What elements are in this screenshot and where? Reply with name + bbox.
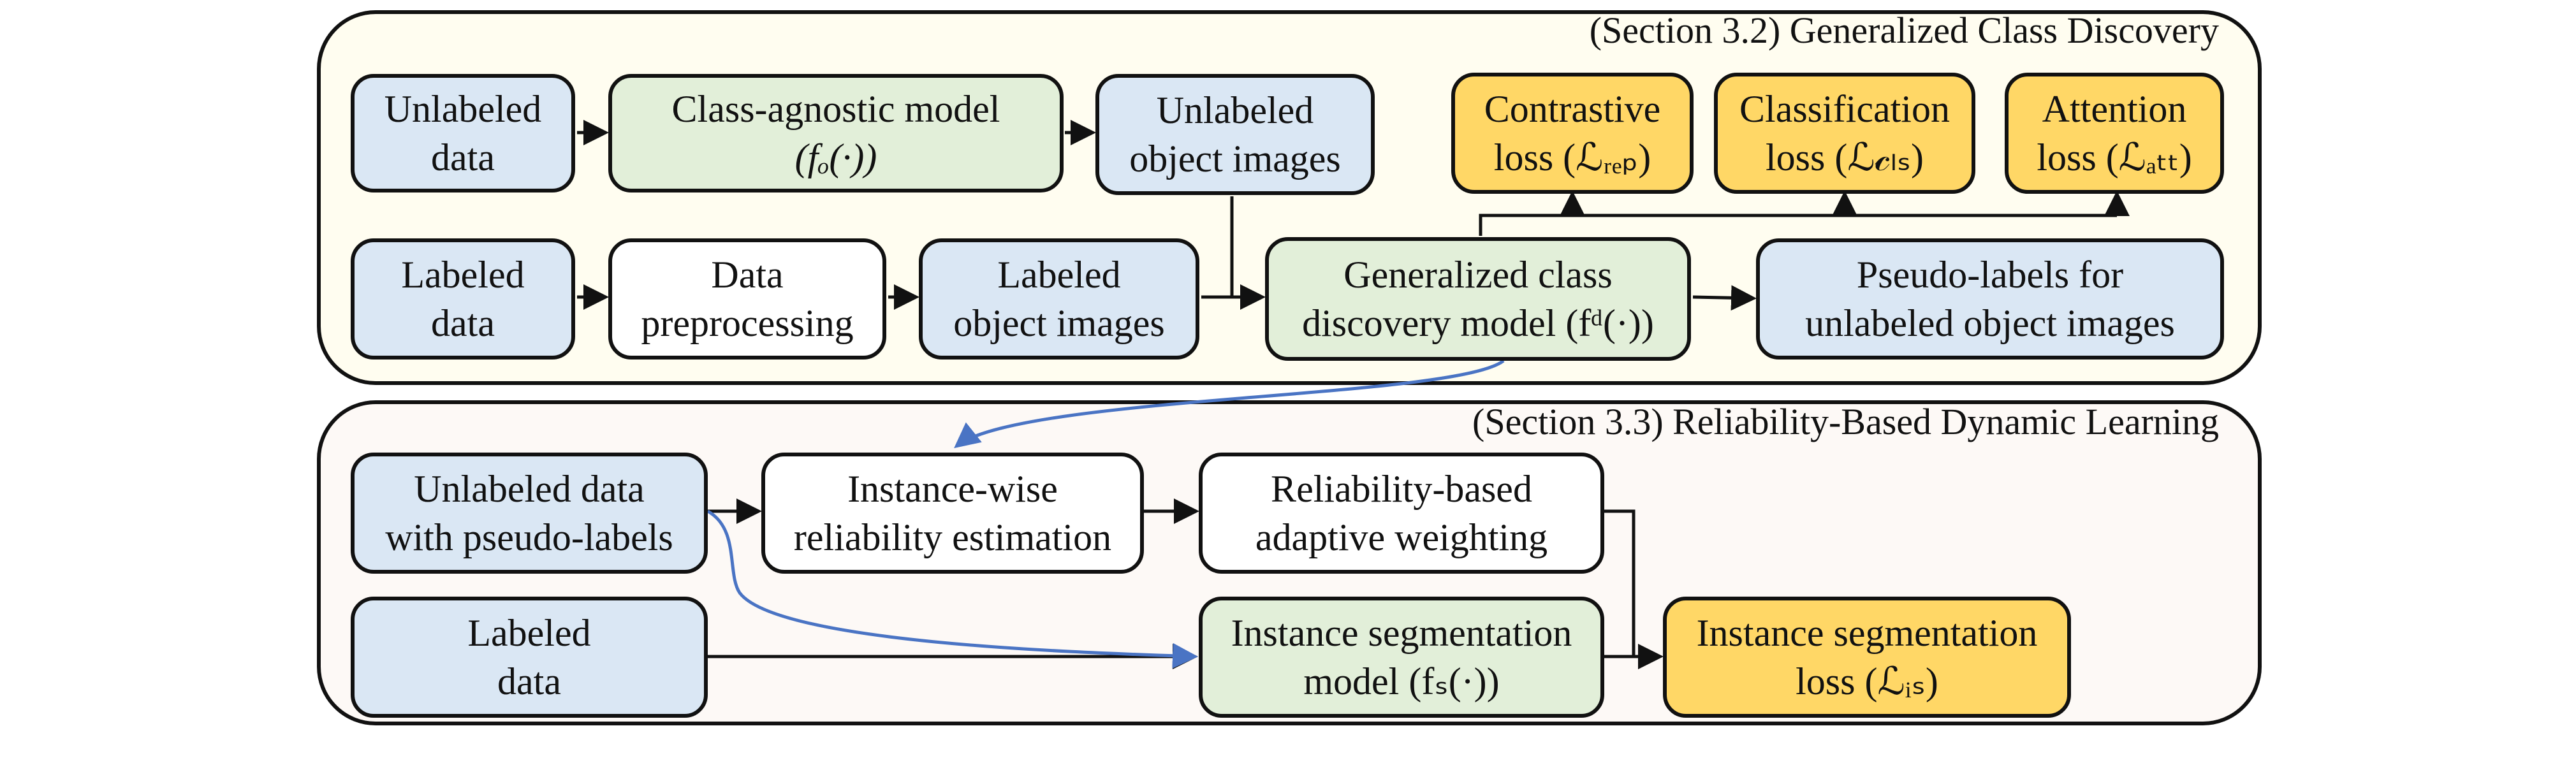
labeled-data-node: Labeled data <box>351 238 575 360</box>
pseudo-labels-node: Pseudo-labels for unlabeled object image… <box>1756 238 2224 360</box>
unlabeled-object-images-node: Unlabeled object images <box>1095 74 1375 195</box>
labeled-object-images-node: Labeled object images <box>919 238 1199 360</box>
section1-title: (Section 3.2) Generalized Class Discover… <box>1589 10 2219 51</box>
unlabeled-pseudo-labels-node: Unlabeled data with pseudo-labels <box>351 453 708 574</box>
attention-loss-node: Attention loss (ℒₐₜₜ) <box>2005 73 2224 194</box>
adaptive-weighting-node: Reliability-based adaptive weighting <box>1199 453 1604 574</box>
classification-loss-node: Classification loss (ℒ𝒸ₗₛ) <box>1714 73 1975 194</box>
contrastive-loss-node: Contrastive loss (ℒᵣₑₚ) <box>1451 73 1694 194</box>
wire-weighting-to-segloss <box>1604 509 1636 657</box>
instance-reliability-node: Instance-wise reliability estimation <box>761 453 1144 574</box>
arrow-gcd-to-pseudolabels <box>1692 285 1757 311</box>
instance-segmentation-model-node: Instance segmentation model (fₛ(·)) <box>1199 597 1604 718</box>
gcd-model-node: Generalized class discovery model (fᵈ(·)… <box>1265 237 1691 361</box>
unlabeled-data-node: Unlabeled data <box>351 74 575 192</box>
instance-segmentation-loss-node: Instance segmentation loss (ℒᵢₛ) <box>1663 597 2071 718</box>
data-preprocessing-node: Data preprocessing <box>608 238 886 360</box>
class-agnostic-model-node: Class-agnostic model (fₒ(·)) <box>608 74 1064 192</box>
blue-arrow-pseudo-to-segmodel <box>706 509 1198 669</box>
labeled-data-node-2: Labeled data <box>351 597 708 718</box>
wire-gcd-to-losses <box>1479 214 2117 236</box>
section2-title: (Section 3.3) Reliability-Based Dynamic … <box>1472 401 2219 442</box>
blue-arrow-gcd-to-reliability <box>954 360 1505 449</box>
